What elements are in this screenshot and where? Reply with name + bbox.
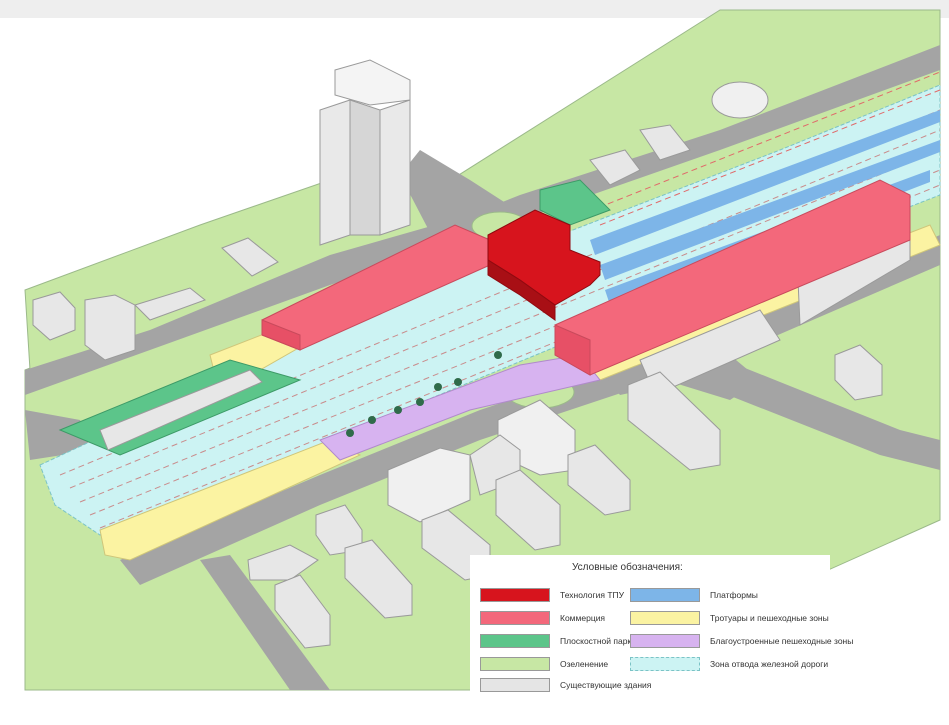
commercial-buildings xyxy=(261,179,911,376)
legend-item-landscaped-pedestrian-zones: Благоустроенные пешеходные зоны xyxy=(630,634,853,648)
legend-item-tpu-technology: Технология ТПУ xyxy=(480,588,624,602)
legend-item-sidewalks: Тротуары и пешеходные зоны xyxy=(630,611,829,625)
legend-label: Озеленение xyxy=(560,659,609,669)
legend-label: Зона отвода железной дороги xyxy=(710,659,829,669)
legend-item-surface-parking: Плоскостной паркинг xyxy=(480,634,644,648)
legend-label: Благоустроенные пешеходные зоны xyxy=(710,636,854,646)
sidewalk-bottom xyxy=(99,439,362,561)
legend-swatch xyxy=(480,678,550,692)
legend-item-existing-buildings: Существующие здания xyxy=(480,678,651,692)
platform-1 xyxy=(590,110,940,255)
legend-label: Коммерция xyxy=(560,613,606,623)
legend-panel xyxy=(470,555,830,695)
top-fade xyxy=(0,0,949,18)
legend-swatch xyxy=(630,611,700,625)
legend-label: Платформы xyxy=(710,590,758,600)
platform-2 xyxy=(600,140,940,280)
legend-swatch xyxy=(630,588,700,602)
tpu-technology xyxy=(487,209,601,321)
rail-tracks-upper xyxy=(579,71,941,226)
legend-swatch xyxy=(630,634,700,648)
legend-swatch xyxy=(480,588,550,602)
legend-label: Тротуары и пешеходные зоны xyxy=(710,613,829,623)
pedestrian-plaza xyxy=(319,354,601,461)
legend-title: Условные обозначения: xyxy=(572,562,683,573)
legend-swatch xyxy=(480,611,550,625)
legend-label: Существующие здания xyxy=(560,680,652,690)
legend-item-platforms: Платформы xyxy=(630,588,758,602)
legend-item-commerce: Коммерция xyxy=(480,611,605,625)
road-lower-branch xyxy=(200,555,330,690)
legend-swatch xyxy=(480,657,550,671)
parking-top xyxy=(539,179,611,226)
legend-label: Технология ТПУ xyxy=(560,590,625,600)
legend-item-railway-zone: Зона отвода железной дороги xyxy=(630,657,828,671)
legend-item-greenery: Озеленение xyxy=(480,657,608,671)
legend-swatch xyxy=(480,634,550,648)
legend-swatch xyxy=(630,657,700,671)
existing-buildings xyxy=(32,59,911,649)
legend-label: Плоскостной паркинг xyxy=(560,636,644,646)
